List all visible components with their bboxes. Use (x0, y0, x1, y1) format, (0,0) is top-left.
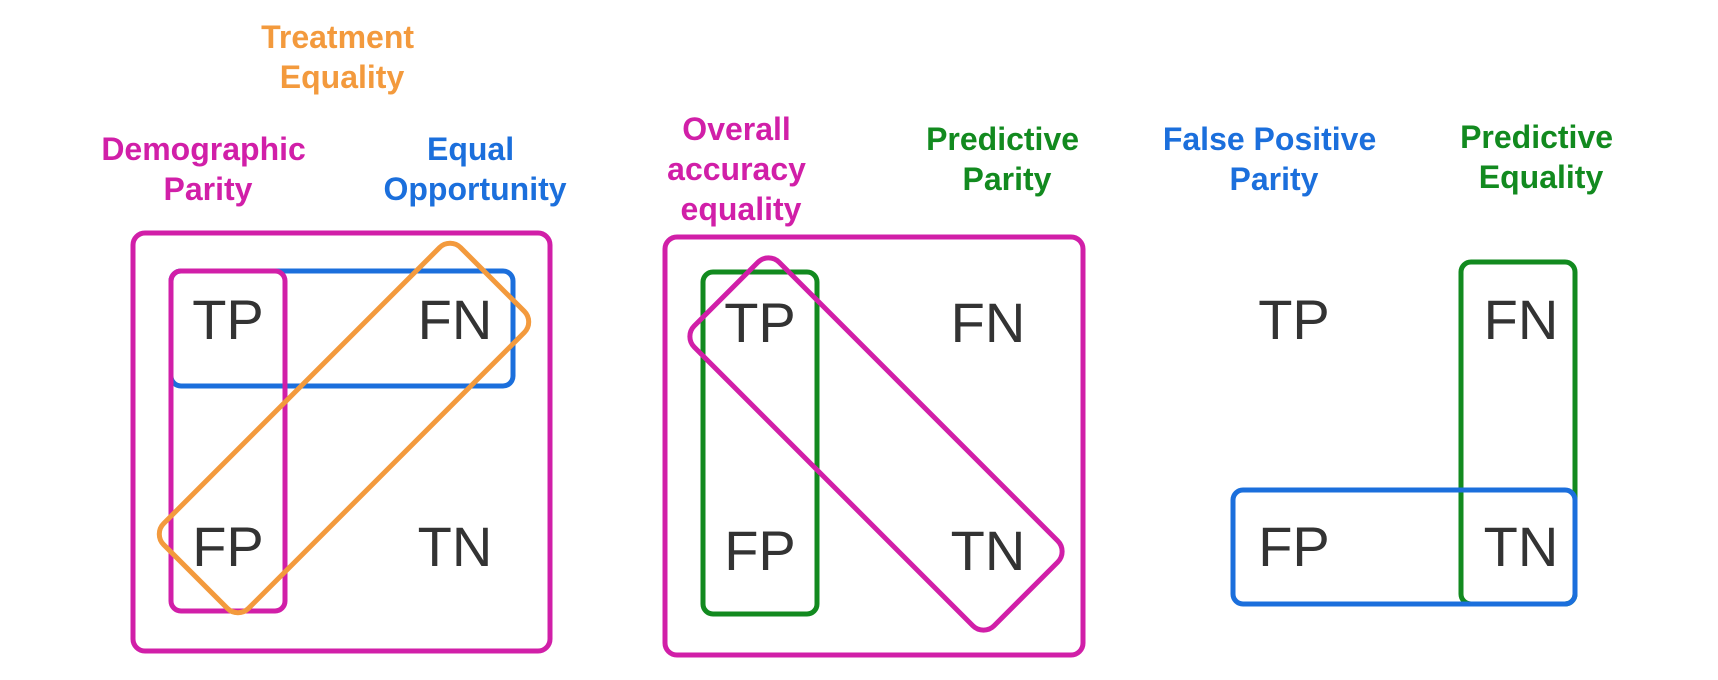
cell-tn: TN (1484, 515, 1559, 578)
label-equal-opportunity: Equal Opportunity (383, 131, 566, 207)
cell-fn: FN (418, 288, 493, 351)
matrix-group-2: Overall accuracy equality Predictive Par… (662, 111, 1088, 658)
label-treatment-equality: Treatment Equality (261, 19, 423, 95)
cell-tn: TN (418, 515, 493, 578)
cell-fn: FN (1484, 288, 1559, 351)
cell-tp: TP (192, 288, 264, 351)
cell-tp: TP (724, 291, 796, 354)
cell-fn: FN (951, 291, 1026, 354)
treatment-equality-diagonal-box (156, 240, 532, 616)
overall-accuracy-outer-box (662, 234, 1086, 658)
label-predictive-parity: Predictive Parity (926, 121, 1088, 197)
false-positive-parity-row-box (1230, 487, 1578, 607)
label-predictive-equality: Predictive Equality (1460, 119, 1622, 195)
matrix-group-3: False Positive Parity Predictive Equalit… (1163, 119, 1622, 607)
overall-accuracy-diagonal-box (687, 255, 1065, 633)
matrix-group-1: Treatment Equality Demographic Parity Eq… (101, 19, 567, 654)
cell-fp: FP (1258, 515, 1330, 578)
label-demographic-parity: Demographic Parity (101, 131, 314, 207)
cell-fp: FP (192, 515, 264, 578)
label-overall-accuracy-equality: Overall accuracy equality (667, 111, 815, 227)
label-false-positive-parity: False Positive Parity (1163, 121, 1385, 197)
cell-tn: TN (951, 519, 1026, 582)
predictive-parity-column-box (700, 269, 820, 617)
cell-tp: TP (1258, 288, 1330, 351)
demographic-parity-outer-box (130, 230, 553, 654)
cell-fp: FP (724, 519, 796, 582)
